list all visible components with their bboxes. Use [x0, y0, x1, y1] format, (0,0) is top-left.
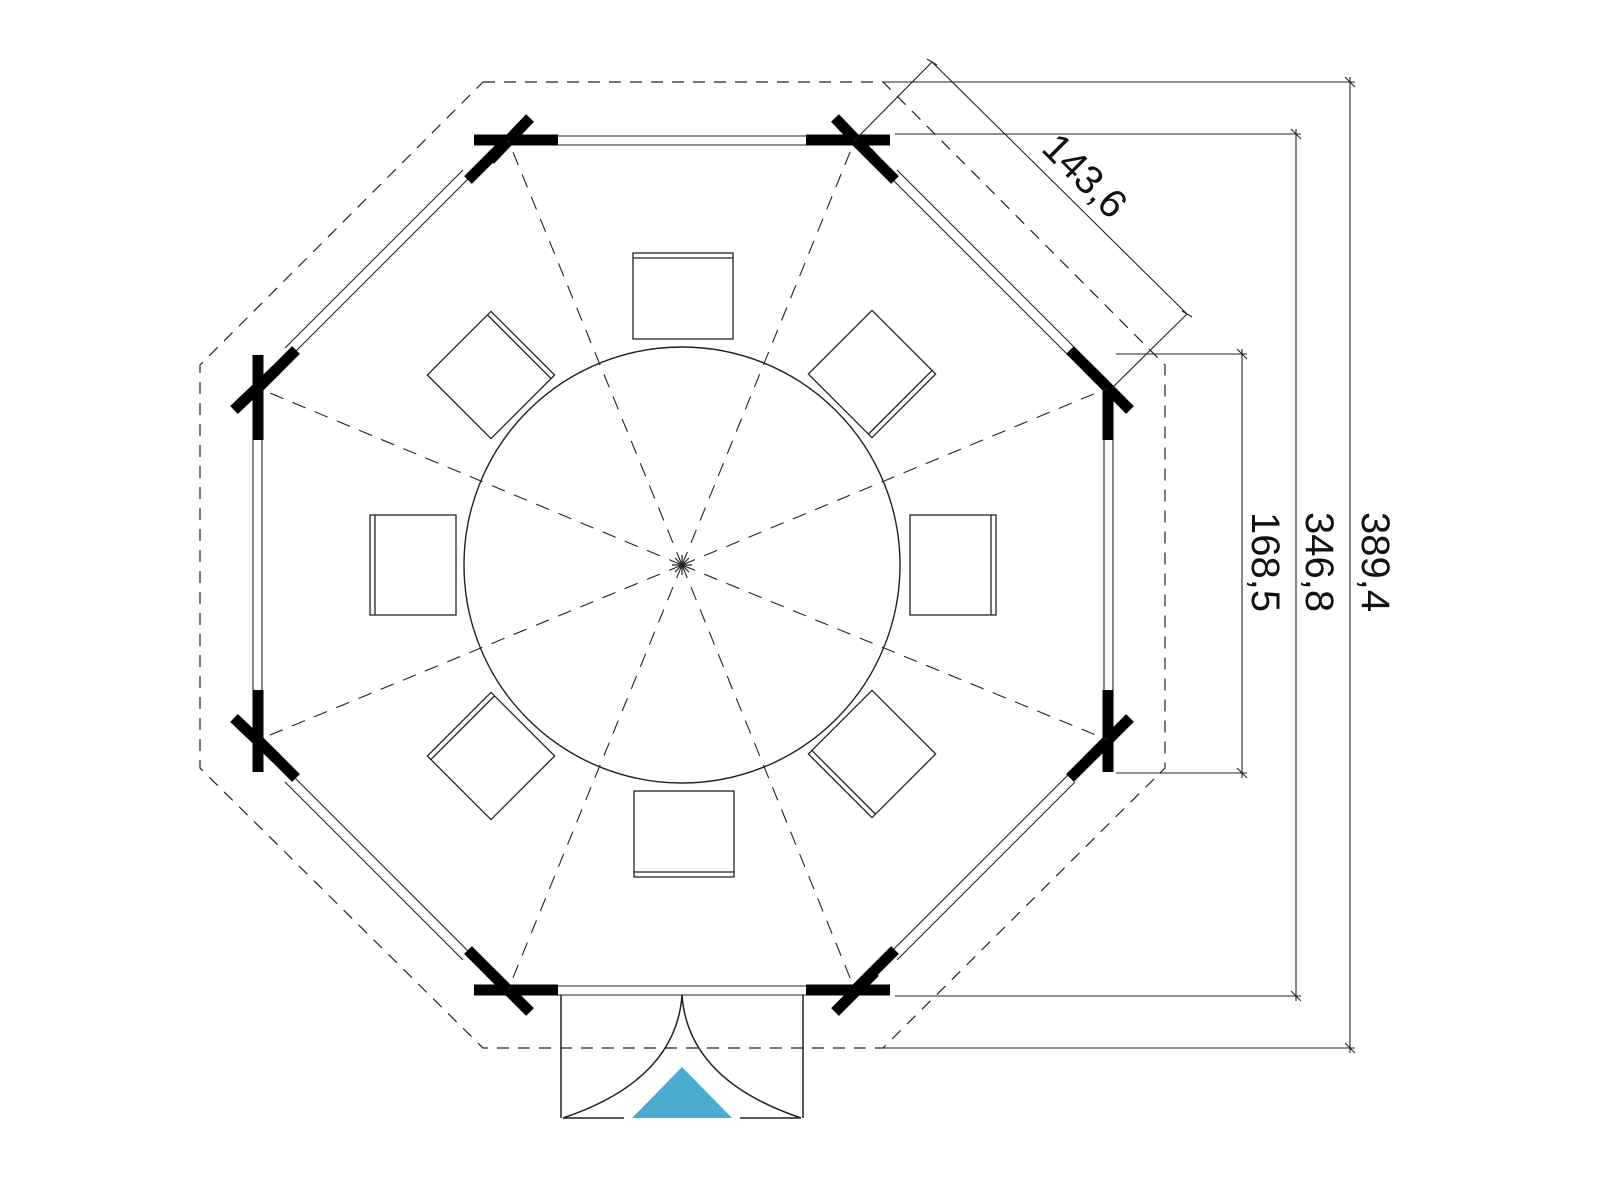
corner-posts	[230, 114, 1134, 1016]
window-panes	[252, 135, 1114, 996]
chair-right	[909, 514, 997, 616]
chairs	[369, 252, 997, 878]
entrance-door	[560, 994, 804, 1119]
chair-bottom	[633, 790, 735, 878]
dimension-side-wall	[1116, 348, 1248, 779]
dimension-side-length	[854, 58, 1193, 389]
dimension-label-inner: 346,8	[1297, 512, 1341, 612]
chair-top	[632, 252, 734, 340]
entrance-arrow-icon	[632, 1067, 732, 1118]
dimension-label-overhang: 389,4	[1353, 512, 1397, 612]
round-table	[463, 346, 901, 784]
radial-construction-lines	[257, 139, 1109, 991]
chair-top-left	[426, 310, 556, 440]
dimension-inner	[895, 128, 1302, 1002]
center-mark	[672, 555, 692, 575]
chair-top-right	[807, 309, 937, 439]
chair-bottom-left	[426, 691, 556, 821]
dimension-label-side-wall: 168,5	[1243, 512, 1287, 612]
dimension-overhang	[883, 76, 1356, 1054]
chair-bottom-right	[807, 689, 937, 819]
chair-left	[369, 514, 457, 616]
dimension-label-side: 143,6	[1034, 125, 1136, 227]
